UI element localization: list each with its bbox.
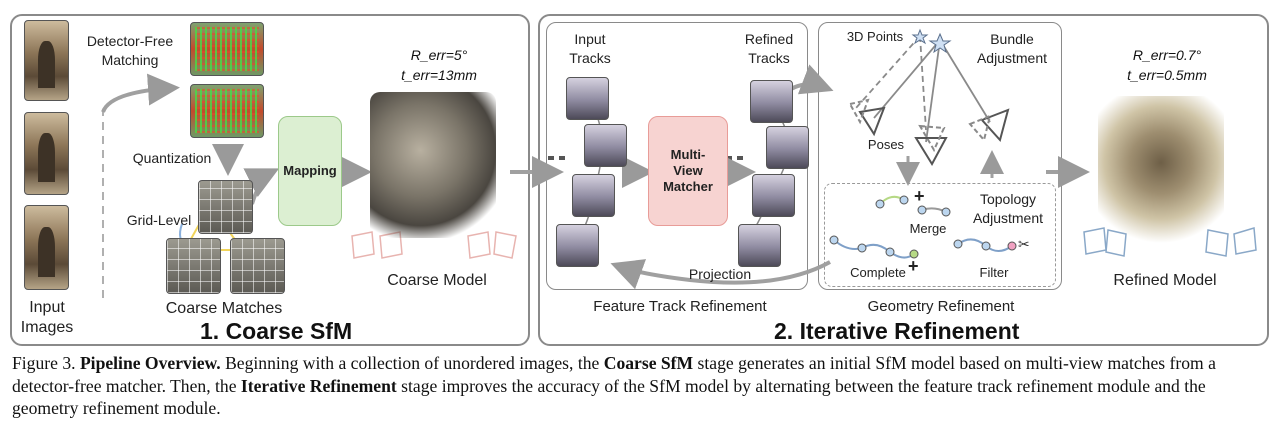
refined-r-err: R_err=0.7° bbox=[1132, 47, 1202, 63]
grid-image-top bbox=[198, 180, 253, 234]
filter-label: Filter bbox=[979, 265, 1009, 280]
complete-plus-icon: + bbox=[908, 256, 919, 276]
coarse-model-label: Coarse Model bbox=[387, 272, 487, 289]
caption-lead: Figure 3. bbox=[12, 353, 80, 373]
input-image-1 bbox=[24, 20, 69, 101]
caption-text-2: stage generates an initial SfM model bas… bbox=[12, 353, 1216, 396]
grid-image-left bbox=[166, 238, 221, 294]
input-image-3 bbox=[24, 205, 69, 290]
caption-title: Pipeline Overview. bbox=[79, 353, 221, 373]
caption-keyword-iterative: Iterative Refinement bbox=[240, 375, 397, 396]
caption-text-3: stage improves the accuracy of the SfM m… bbox=[12, 375, 1206, 419]
refined-track-image-2 bbox=[766, 126, 809, 169]
merge-label: Merge bbox=[909, 221, 947, 236]
geometry-refinement-label: Geometry Refinement bbox=[867, 298, 1015, 315]
3d-points-label: 3D Points bbox=[846, 29, 904, 44]
matching-image-1 bbox=[190, 22, 264, 76]
quantization-label: Quantization bbox=[132, 150, 212, 166]
coarse-model-point-cloud bbox=[370, 92, 496, 238]
filter-scissors-icon: ✂ bbox=[1018, 236, 1030, 252]
coarse-sfm-title: 1. Coarse SfM bbox=[200, 318, 353, 344]
input-tracks-label: Input Tracks bbox=[569, 31, 611, 66]
grid-level-label: Grid-Level bbox=[126, 212, 192, 228]
projection-label: Projection bbox=[688, 266, 752, 282]
refined-track-image-4 bbox=[738, 224, 781, 267]
input-track-image-3 bbox=[572, 174, 615, 217]
refined-model-label: Refined Model bbox=[1113, 272, 1217, 289]
merge-plus-icon: + bbox=[914, 186, 925, 206]
coarse-matches-label: Coarse Matches bbox=[165, 300, 283, 317]
input-track-image-4 bbox=[556, 224, 599, 267]
topology-adjustment-box bbox=[824, 183, 1056, 287]
refined-track-image-3 bbox=[752, 174, 795, 217]
topology-adjustment-label: Topology Adjustment bbox=[972, 191, 1044, 226]
figure-caption: Figure 3. Pipeline Overview. Beginning w… bbox=[12, 352, 1272, 420]
mapping-box: Mapping bbox=[278, 116, 342, 226]
coarse-r-err: R_err=5° bbox=[410, 47, 468, 63]
refined-tracks-label: Refined Tracks bbox=[744, 31, 794, 66]
input-image-2 bbox=[24, 112, 69, 195]
detector-free-matching-label: Detector-Free Matching bbox=[86, 33, 174, 68]
multi-view-matcher-box: Multi-View Matcher bbox=[648, 116, 728, 226]
input-track-image-2 bbox=[584, 124, 627, 167]
grid-image-right bbox=[230, 238, 285, 294]
refined-t-err: t_err=0.5mm bbox=[1127, 67, 1207, 83]
bundle-adjustment-label: Bundle Adjustment bbox=[976, 31, 1048, 66]
caption-text-1: Beginning with a collection of unordered… bbox=[220, 353, 604, 373]
refined-track-image-1 bbox=[750, 80, 793, 123]
iterative-refinement-title: 2. Iterative Refinement bbox=[774, 318, 1020, 344]
input-track-image-1 bbox=[566, 77, 609, 120]
poses-label: Poses bbox=[867, 137, 905, 152]
complete-label: Complete bbox=[850, 265, 906, 280]
caption-keyword-coarse: Coarse SfM bbox=[603, 353, 694, 373]
coarse-t-err: t_err=13mm bbox=[401, 67, 477, 83]
input-images-label: Input Images bbox=[20, 299, 74, 336]
feature-track-refinement-label: Feature Track Refinement bbox=[593, 298, 767, 315]
matching-image-2 bbox=[190, 84, 264, 138]
refined-model-point-cloud bbox=[1098, 96, 1224, 244]
